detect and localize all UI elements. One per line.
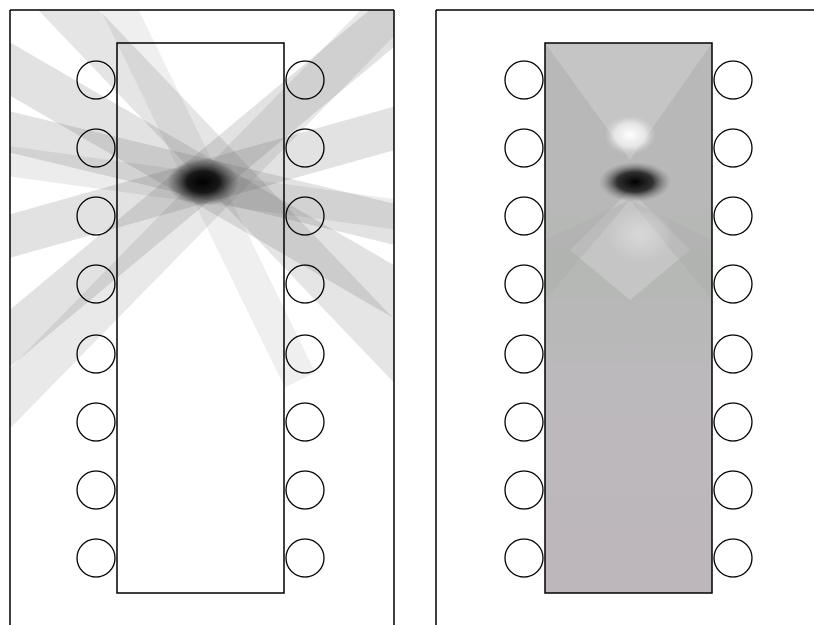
left-panel — [0, 0, 400, 625]
right-sensor-left-4 — [505, 265, 543, 303]
hotspot-left — [167, 158, 239, 206]
right-sensor-right-4 — [714, 265, 752, 303]
right-sensor-left-1 — [505, 61, 543, 99]
beam-group — [0, 0, 400, 470]
left-sensor-right-6 — [286, 403, 324, 441]
right-sensor-right-1 — [714, 61, 752, 99]
left-sensor-right-7 — [286, 471, 324, 509]
right-sensor-left-7 — [505, 471, 543, 509]
right-sensor-left-5 — [505, 335, 543, 373]
left-sensor-left-6 — [77, 403, 115, 441]
right-sensor-right-7 — [714, 471, 752, 509]
right-sensor-left-3 — [505, 197, 543, 235]
left-panel-svg — [0, 0, 400, 625]
right-sensor-left-6 — [505, 403, 543, 441]
right-sensor-right-3 — [714, 197, 752, 235]
right-panel-svg — [430, 0, 814, 625]
left-sensor-right-8 — [286, 539, 324, 577]
left-sensor-left-8 — [77, 539, 115, 577]
right-panel — [430, 0, 814, 625]
right-sensor-left-2 — [505, 129, 543, 167]
right-sensor-right-5 — [714, 335, 752, 373]
right-sensor-right-2 — [714, 129, 752, 167]
right-sensor-right-8 — [714, 539, 752, 577]
reconstruction-field — [545, 43, 712, 593]
right-sensor-right-6 — [714, 403, 752, 441]
left-sensor-left-7 — [77, 471, 115, 509]
right-sensor-left-8 — [505, 539, 543, 577]
